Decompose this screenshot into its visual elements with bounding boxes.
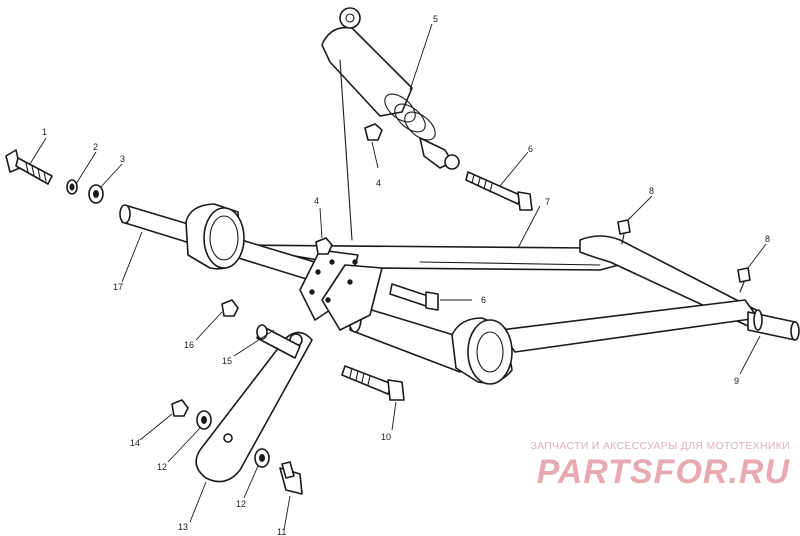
bolt-10 [341,365,405,401]
callout-12b: 12 [236,499,246,509]
nut-plate [315,237,333,255]
callout-14: 14 [130,438,140,448]
grease-fitting-lower [737,267,751,293]
callouts: 1 2 3 4 4 5 6 6 7 8 8 9 10 11 12 12 13 1… [42,14,770,536]
callout-10: 10 [381,432,391,442]
callout-6a: 6 [528,144,533,154]
grease-fitting-upper [617,219,631,245]
washer-12a [196,410,212,430]
callout-15: 15 [222,356,232,366]
callout-9: 9 [734,376,739,386]
callout-3: 3 [120,154,125,164]
callout-4b: 4 [314,196,319,206]
bolt-1 [5,149,53,185]
callout-12a: 12 [157,462,167,472]
bolt-6-middle [389,283,439,311]
callout-4a: 4 [376,178,381,188]
callout-1: 1 [42,127,47,137]
callout-6b: 6 [481,295,486,305]
callout-8a: 8 [649,186,654,196]
nut-upper [364,123,383,141]
mounting-plates [299,249,383,331]
bolt-6-upper [465,171,533,211]
watermark-brand: PARTSFOR.RU [536,453,790,491]
callout-8b: 8 [765,234,770,244]
callout-11: 11 [277,527,286,536]
shock-absorber [321,7,460,241]
watermark-tagline: ЗАПЧАСТИ И АКСЕССУАРЫ ДЛЯ МОТОТЕХНИКИ [530,440,790,452]
left-bushing [185,203,245,270]
leader-lines [29,23,767,531]
bolt-11 [279,461,303,495]
callout-5: 5 [433,14,438,24]
callout-7: 7 [545,197,550,207]
callout-16: 16 [184,340,194,350]
pivot-tube [747,309,800,341]
washer-2 [66,179,78,195]
nut-16 [221,299,239,317]
callout-17: 17 [113,282,123,292]
right-bushing [451,317,513,385]
callout-2: 2 [93,142,98,152]
washer-12b [254,448,270,468]
watermark: ЗАПЧАСТИ И АКСЕССУАРЫ ДЛЯ МОТОТЕХНИКИ PA… [470,440,790,492]
callout-13: 13 [178,522,188,532]
nut-14 [171,399,189,417]
washer-3 [88,184,104,204]
